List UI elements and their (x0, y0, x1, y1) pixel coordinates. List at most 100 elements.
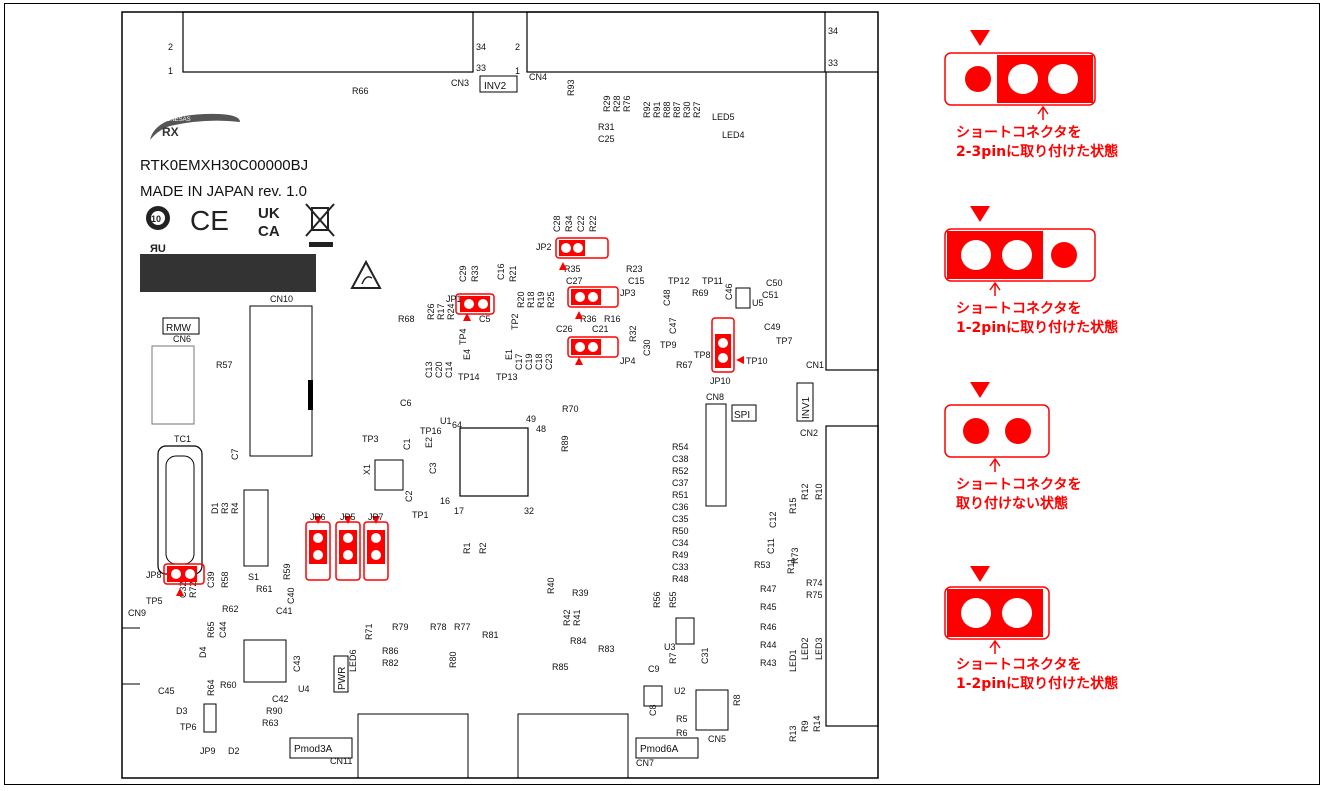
connector-cn9: CN9 (122, 608, 146, 685)
component-label: C32 (178, 581, 188, 598)
battery-tc1: TC1 (157, 434, 203, 575)
component-label: R72 (188, 581, 198, 598)
component-label: C28 (552, 215, 562, 232)
component-label: C33 (672, 562, 689, 572)
legend-line2: 取り付けない状態 (956, 496, 1068, 512)
svg-text:CN1: CN1 (806, 360, 824, 370)
component-label: C6 (400, 398, 412, 408)
component-label: R48 (672, 574, 689, 584)
component-label: R44 (760, 640, 777, 650)
component-label: R62 (222, 604, 239, 614)
component-label: R86 (382, 646, 399, 656)
component-label: R42 (562, 609, 572, 626)
svg-text:CN3: CN3 (451, 78, 469, 88)
svg-text:JP6: JP6 (310, 512, 326, 522)
component-label: R47 (760, 584, 777, 594)
component-label: R30 (682, 101, 692, 118)
component-label: R41 (572, 609, 582, 626)
component-label: R35 (564, 264, 581, 274)
component-label: R90 (266, 706, 283, 716)
svg-text:X1: X1 (362, 464, 372, 475)
chip-u3: U3 (664, 617, 695, 652)
svg-text:U4: U4 (298, 684, 310, 694)
component-label: C22 (576, 215, 586, 232)
component-label: R5 (676, 714, 688, 724)
jumper-jp6: JP6 (305, 512, 331, 581)
component-label: R25 (546, 291, 556, 308)
component-label: C26 (556, 324, 573, 334)
component-label: C27 (566, 276, 583, 286)
component-label: R33 (470, 265, 480, 282)
component-label: TP5 (146, 596, 163, 606)
component-label: R16 (604, 314, 621, 324)
component-label: R1 (462, 542, 472, 554)
component-label: C3 (428, 462, 438, 474)
component-label: C41 (276, 606, 293, 616)
component-label: R77 (454, 622, 471, 632)
component-label: R66 (352, 86, 369, 96)
jumper-jp7: JP7 (363, 512, 389, 581)
component-label: R12 (800, 483, 810, 500)
svg-text:JP7: JP7 (368, 512, 384, 522)
svg-text:CA: CA (258, 223, 280, 240)
board-outline (121, 11, 879, 779)
label-blackout (140, 254, 316, 292)
svg-text:D2: D2 (228, 746, 240, 756)
component-label: C2 (404, 490, 414, 502)
component-label: LED3 (814, 637, 824, 660)
component-label: 48 (536, 424, 546, 434)
chip-u2: U2 (643, 685, 686, 707)
label-inv2: INV2 (479, 75, 518, 93)
label-pwr: PWR (333, 655, 349, 693)
legend-line1: ショートコネクタを (956, 125, 1082, 141)
component-label: R15 (788, 497, 798, 514)
connector-cn1: CN1 (806, 71, 879, 371)
chip-u5: U5 (735, 287, 764, 309)
component-label: C29 (458, 265, 468, 282)
svg-text:RX: RX (162, 125, 179, 139)
component-label: R73 (790, 547, 800, 564)
component-label: R14 (812, 715, 822, 732)
svg-text:INV1: INV1 (801, 396, 812, 419)
component-label: TP6 (180, 722, 197, 732)
component-label: R74 (806, 578, 823, 588)
jumper-jp8: JP8 (146, 563, 205, 596)
component-label: R6 (676, 728, 688, 738)
svg-text:CE: CE (190, 205, 229, 236)
component-label: R21 (508, 265, 518, 282)
jumper-jp2: JP2 (536, 237, 609, 270)
legend-line2: 1-2pinに取り付けた状態 (956, 676, 1119, 692)
svg-text:JP1: JP1 (446, 294, 462, 304)
connector-cn2: CN2 (800, 425, 879, 727)
component-label: R52 (672, 466, 689, 476)
component-label: D1 (210, 502, 220, 514)
component-label: R31 (598, 122, 615, 132)
component-label: R55 (668, 591, 678, 608)
svg-text:Pmod6A: Pmod6A (640, 744, 679, 755)
legend-caption-2-3pin: ショートコネクタを 2-3pinに取り付けた状態 (956, 124, 1118, 162)
connector-cn5: CN5 (695, 689, 729, 744)
component-label: C50 (766, 278, 783, 288)
component-label: R84 (570, 636, 587, 646)
component-label: C21 (592, 324, 609, 334)
component-label: R49 (672, 550, 689, 560)
component-label: TP8 (694, 350, 711, 360)
component-label: C38 (672, 454, 689, 464)
component-label: TP2 (510, 313, 520, 330)
svg-text:CN2: CN2 (800, 428, 818, 438)
component-label: R88 (662, 101, 672, 118)
svg-text:33: 33 (828, 58, 838, 68)
component-label: TP12 (668, 276, 690, 286)
svg-text:1: 1 (515, 66, 520, 76)
component-label: R3 (220, 502, 230, 514)
legend-no-connector (944, 382, 1050, 472)
svg-text:INV2: INV2 (484, 81, 507, 92)
component-label: LED4 (722, 130, 745, 140)
component-label: 49 (526, 414, 536, 424)
component-label: R93 (566, 79, 576, 96)
made-in-label: MADE IN JAPAN rev. 1.0 (140, 183, 307, 200)
component-label: C40 (286, 587, 296, 604)
connector-cn7: CN7 (517, 713, 654, 779)
